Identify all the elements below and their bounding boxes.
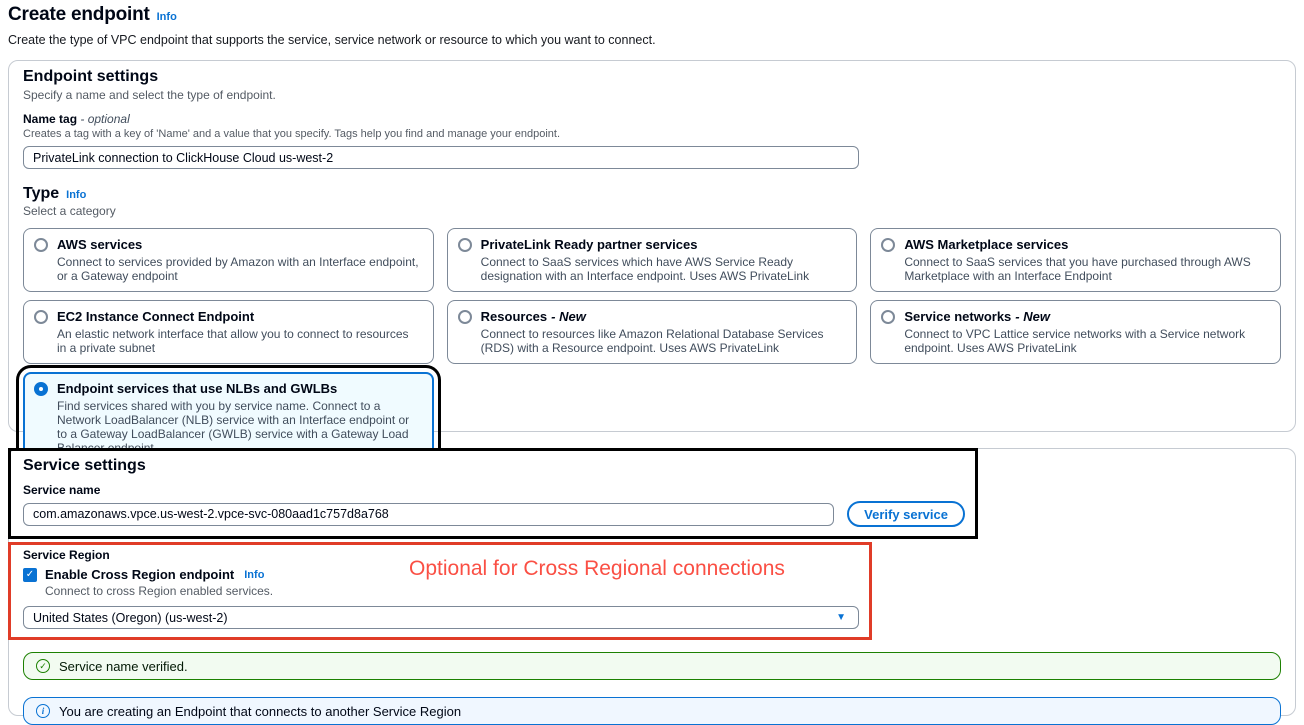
type-tile-grid: AWS services Connect to services provide… (16, 228, 1281, 471)
type-heading: Type (23, 185, 60, 202)
cross-region-info-text: You are creating an Endpoint that connec… (59, 703, 462, 719)
tile-resources[interactable]: Resources- New Connect to resources like… (446, 300, 858, 364)
radio-icon[interactable] (881, 238, 896, 252)
name-tag-optional-suffix: - optional (80, 112, 130, 126)
info-icon: i (36, 704, 50, 718)
service-region-annotation-box: Service Region ✓ Enable Cross Region end… (8, 542, 872, 640)
type-heading-row: Type Info Select a category (23, 184, 1281, 219)
endpoint-settings-heading: Endpoint settings (23, 68, 159, 85)
service-settings-heading: Service settings (23, 457, 146, 474)
service-region-select[interactable]: United States (Oregon) (us-west-2) ▼ (23, 606, 859, 629)
tile-privatelink-partner-services[interactable]: PrivateLink Ready partner services Conne… (446, 228, 858, 292)
cross-region-checkbox-help: Connect to cross Region enabled services… (45, 584, 274, 598)
chevron-down-icon: ▼ (836, 612, 846, 623)
service-region-label: Service Region (23, 548, 110, 562)
tile-ec2-instance-connect[interactable]: EC2 Instance Connect Endpoint An elastic… (23, 300, 434, 364)
tile-service-networks[interactable]: Service networks- New Connect to VPC Lat… (870, 300, 1281, 364)
tile-endpoint-services-nlb-gwlb[interactable]: Endpoint services that use NLBs and GWLB… (16, 365, 441, 471)
tile-aws-marketplace-services[interactable]: AWS Marketplace services Connect to SaaS… (870, 228, 1281, 292)
type-description: Select a category (23, 204, 116, 218)
cross-region-checkbox-label: Enable Cross Region endpoint (45, 567, 235, 582)
cross-region-annotation-note: Optional for Cross Regional connections (409, 557, 785, 580)
radio-icon[interactable] (881, 310, 896, 324)
page-title-info-link[interactable]: Info (156, 11, 177, 23)
tile-aws-services[interactable]: AWS services Connect to services provide… (23, 228, 434, 292)
radio-icon[interactable] (457, 238, 472, 252)
radio-icon[interactable] (34, 310, 48, 324)
name-tag-label: Name tag - optional (23, 112, 130, 126)
cross-region-info-banner: i You are creating an Endpoint that conn… (23, 697, 1281, 725)
name-tag-help: Creates a tag with a key of 'Name' and a… (23, 128, 561, 140)
verify-service-button[interactable]: Verify service (847, 501, 965, 527)
service-region-selected-value: United States (Oregon) (us-west-2) (33, 610, 228, 625)
endpoint-settings-description: Specify a name and select the type of en… (23, 88, 276, 102)
service-verified-banner: ✓ Service name verified. (23, 652, 1281, 680)
endpoint-settings-card: Endpoint settings Specify a name and sel… (8, 60, 1296, 471)
radio-icon[interactable] (34, 238, 48, 252)
service-settings-annotation-box: Service settings Service name Verify ser… (8, 448, 978, 539)
service-name-input[interactable] (23, 502, 835, 526)
service-name-label: Service name (23, 483, 101, 497)
cross-region-info-link[interactable]: Info (244, 568, 265, 581)
success-check-icon: ✓ (36, 659, 50, 673)
type-info-link[interactable]: Info (66, 189, 87, 201)
radio-icon[interactable] (457, 310, 472, 324)
page-subtitle: Create the type of VPC endpoint that sup… (8, 33, 656, 47)
service-settings-card: Service settings Service name Verify ser… (8, 448, 1296, 725)
cross-region-checkbox[interactable]: ✓ (23, 567, 37, 582)
radio-icon[interactable] (34, 382, 48, 396)
page-header: Create endpoint Info Create the type of V… (8, 4, 1296, 47)
service-verified-text: Service name verified. (59, 658, 188, 674)
page-title: Create endpoint (8, 4, 150, 25)
checkbox-check-icon: ✓ (25, 568, 35, 580)
name-tag-input[interactable] (23, 146, 859, 169)
